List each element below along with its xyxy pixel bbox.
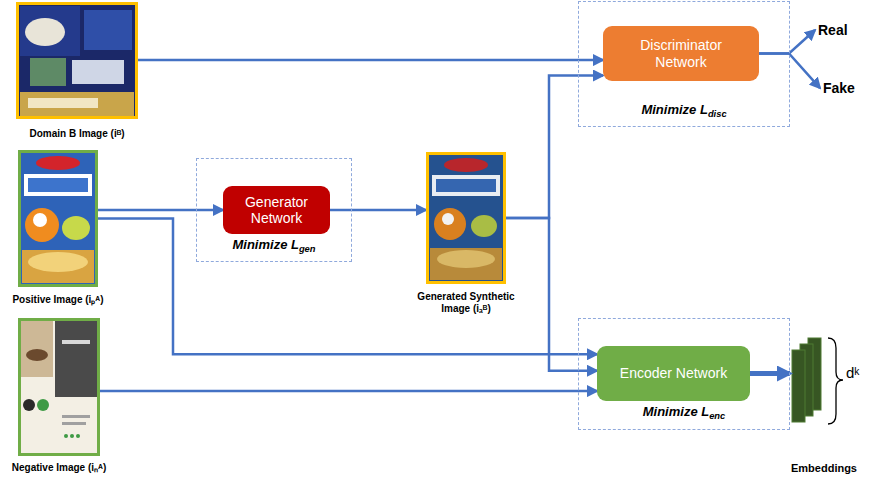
image-caption: Generated Synthetic Image (iₐᴮ)	[414, 291, 518, 314]
embedding-vectors: dᵏEmbeddings	[790, 338, 822, 424]
network-box: Encoder Network	[597, 346, 750, 401]
image-caption: Domain B Image (iᴮ)	[2, 128, 152, 140]
network-name: Encoder Network	[620, 365, 727, 381]
loss-label: Minimize Lenc	[643, 405, 726, 422]
output-text: Real	[818, 22, 848, 38]
loss-label: Minimize Lgen	[232, 238, 315, 255]
negative-photo	[18, 318, 100, 456]
generated-photo	[426, 152, 506, 284]
flow-arrow	[98, 219, 597, 355]
flow-arrow	[100, 390, 597, 393]
dashed-group: Generator NetworkMinimize Lgen	[196, 158, 352, 262]
flow-arrow	[138, 59, 603, 62]
flow-arrow	[759, 30, 815, 53]
network-name: Generator Network	[233, 194, 320, 226]
embedding-stack	[792, 338, 821, 422]
flow-arrow	[506, 218, 597, 371]
flow-arrow	[750, 371, 790, 376]
loss-label: Minimize Ldisc	[641, 103, 726, 120]
network-box: Discriminator Network	[603, 26, 759, 81]
image-frame: Generated Synthetic Image (iₐᴮ)	[426, 152, 506, 284]
dimension-label: dᵏ	[846, 364, 859, 381]
dashed-group: Encoder NetworkMinimize Lenc	[578, 318, 790, 430]
flow-arrow	[506, 76, 603, 219]
embedding-caption: Embeddings	[784, 462, 864, 475]
positive-photo	[18, 150, 98, 287]
network-box: Generator Network	[223, 186, 330, 234]
output-label: Real	[818, 22, 848, 38]
output-label: Fake	[823, 80, 855, 96]
image-caption: Negative Image (iₙᴬ)	[0, 462, 124, 474]
dashed-group: Discriminator NetworkMinimize Ldisc	[578, 1, 790, 127]
flow-arrow	[330, 209, 426, 212]
curly-brace	[828, 338, 843, 424]
image-frame: Positive Image (iₚᴬ)	[18, 150, 98, 287]
output-text: Fake	[823, 80, 855, 96]
flow-arrow	[98, 209, 223, 212]
image-caption: Positive Image (iₚᴬ)	[0, 294, 123, 306]
network-name: Discriminator Network	[613, 37, 749, 69]
image-frame: Negative Image (iₙᴬ)	[18, 318, 100, 456]
domain-b-photo	[16, 2, 138, 119]
image-frame: Domain B Image (iᴮ)	[16, 2, 138, 119]
